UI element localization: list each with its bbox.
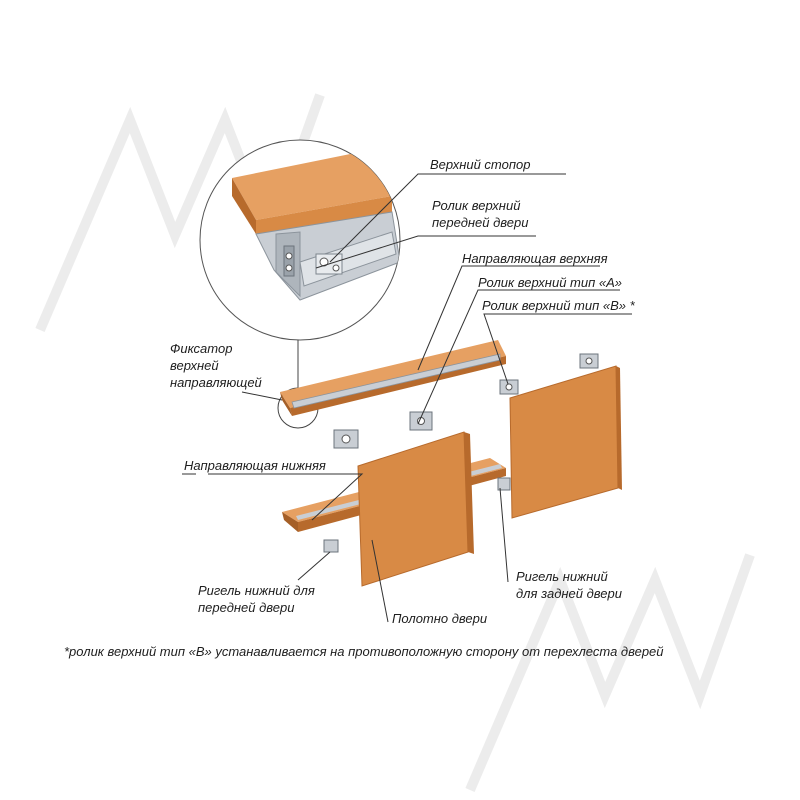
- leader-lines: [182, 173, 632, 623]
- label-lower-guide: Направляющая нижняя: [184, 458, 326, 473]
- label-guide-fixer: Фиксатор верхней направляющей: [170, 341, 262, 390]
- label-roller-type-b: Ролик верхний тип «B» *: [482, 298, 635, 313]
- label-door-panel: Полотно двери: [392, 611, 488, 626]
- front-lower-bolt-part: [323, 539, 339, 553]
- label-roller-type-a: Ролик верхний тип «A»: [478, 275, 622, 290]
- label-front-upper-roller: Ролик верхний передней двери: [432, 198, 529, 230]
- footnote: *ролик верхний тип «B» устанавливается н…: [64, 644, 664, 659]
- roller-type-b-part: [499, 379, 519, 395]
- upper-guide-rail: [280, 340, 506, 416]
- label-rear-lower-bolt: Ригель нижний для задней двери: [516, 569, 622, 601]
- watermark: [35, 93, 755, 792]
- front-upper-roller-part: [333, 429, 359, 449]
- rear-door-panel: [509, 365, 622, 519]
- label-upper-guide: Направляющая верхняя: [462, 251, 608, 266]
- front-door-panel: [357, 431, 474, 587]
- label-upper-stop: Верхний стопор: [430, 157, 531, 172]
- zoom-detail-circle: [199, 139, 401, 341]
- label-front-lower-bolt: Ригель нижний для передней двери: [198, 583, 315, 615]
- rear-lower-bolt-part: [497, 477, 511, 491]
- upper-stop-part: [579, 353, 599, 369]
- roller-type-a-part: [409, 411, 433, 431]
